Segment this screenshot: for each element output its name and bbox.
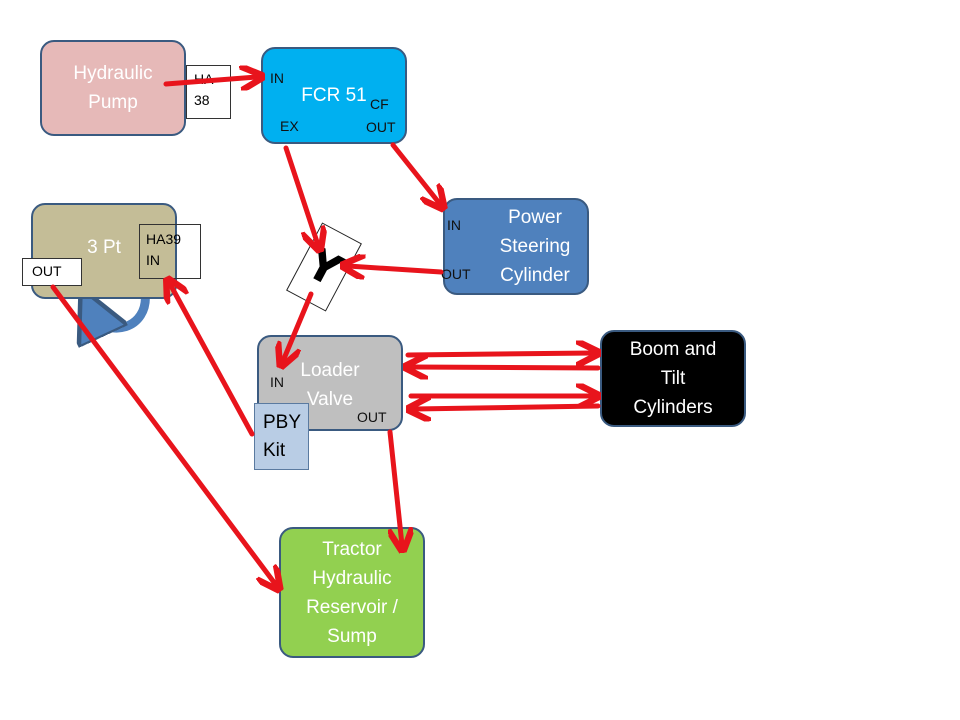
fcr-cf-port: CF: [370, 96, 389, 112]
pby-kit-tag: PBY Kit: [254, 403, 309, 470]
arrow-fcr-to-power-steering: [390, 142, 440, 204]
ps-out-port: OUT: [441, 266, 471, 282]
arrow-loader-to-reservoir: [387, 429, 402, 545]
boom-tilt-node: Boom and Tilt Cylinders: [600, 330, 746, 427]
fcr51-node: FCR 51: [261, 47, 407, 144]
ha38-tag: HA 38: [186, 65, 231, 119]
fcr-ex-port: EX: [280, 118, 299, 134]
fcr-out-port: OUT: [366, 119, 396, 135]
arrow-power-steering-to-y: [348, 266, 444, 272]
arrow-pby-to-three-pt: [170, 284, 255, 437]
power-steering-node: Power Steering Cylinder: [443, 198, 589, 295]
power-steering-label: Power Steering Cylinder: [499, 207, 571, 286]
arrow-pump-to-fcr: [163, 77, 257, 84]
arrow-y-to-loader-valve: [283, 291, 314, 361]
fcr-in-port: IN: [270, 70, 284, 86]
three-pt-out-tag: OUT: [22, 258, 82, 286]
hydraulic-pump-node: Hydraulic Pump: [40, 40, 186, 136]
three-pt-loop-arrow: [92, 292, 150, 328]
three-pt-label: 3 Pt: [87, 236, 121, 258]
loader-valve-label: Loader Valve: [300, 360, 360, 410]
arrow-loader-to-boom-1: [405, 353, 593, 355]
arrow-fcr-ex-to-y: [283, 145, 318, 245]
lv-out-port: OUT: [357, 409, 387, 425]
arrow-boom-to-loader-2: [414, 406, 601, 409]
arrow-three-pt-to-reservoir: [50, 284, 276, 585]
lv-in-port: IN: [270, 374, 284, 390]
boom-tilt-label: Boom and Tilt Cylinders: [629, 339, 717, 418]
fcr51-label: FCR 51: [301, 85, 367, 106]
hydraulic-pump-label: Hydraulic Pump: [73, 63, 153, 113]
arrow-boom-to-loader-1: [411, 367, 601, 368]
reservoir-label: Tractor Hydraulic Reservoir / Sump: [306, 538, 398, 647]
ps-in-port: IN: [447, 217, 461, 233]
